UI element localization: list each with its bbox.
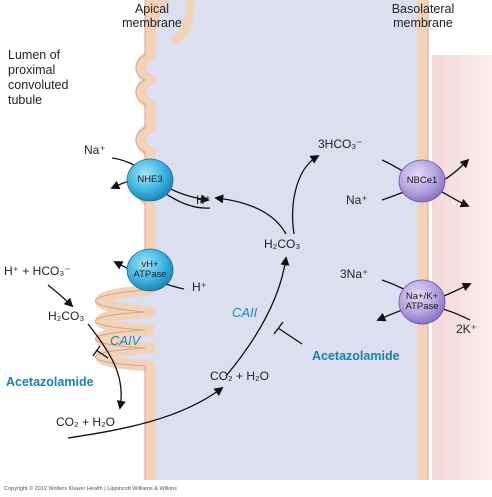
basolateral-membrane [417,0,428,480]
na-nbce1-label: Na⁺ [346,193,368,207]
interstitium [432,55,492,480]
nbce1-label: NBCe1 [406,175,438,186]
arrow-co2-into-cell [67,386,224,439]
h2co3-lumen-label: H₂CO₃ [48,309,85,323]
inhibition-bar-caii [273,321,284,335]
caiv-label: CAIV [110,333,141,348]
na-k-atpase-label: Na+/K+ATPase [405,291,439,312]
arrow-co2-to-h2co3-cell [225,256,290,377]
na3-label: 3Na⁺ [340,267,369,281]
caii-label: CAII [232,305,258,320]
arrow-h2co3-to-hco3 [292,155,320,235]
hco3-3-label: 3HCO₃⁻ [318,137,363,151]
acetazolamide-cell-label: Acetazolamide [312,349,400,363]
h-nhe3-label: H⁺ [196,193,211,207]
copyright-label: Copyright © 2012 Wolters Kluwer Health |… [4,486,177,492]
vh-atpase-label: vH+ATPase [133,259,167,280]
arrow-h2co3-to-h [214,194,287,235]
co2-h2o-lumen-label: CO₂ + H₂O [56,415,115,429]
apical-membrane-edge [95,0,147,480]
apical-microvillus-top [145,0,195,60]
co2-h2o-cell-label: CO₂ + H₂O [210,369,269,383]
acetazolamide-lumen-label: Acetazolamide [6,375,94,389]
k2-label: 2K⁺ [456,322,478,336]
inhibition-line-caii [277,327,303,345]
arrow-h2co3-to-co2-lumen [87,323,126,410]
cell-cytoplasm [100,0,422,480]
na-lumen-label: Na⁺ [84,143,106,157]
h-hco3-lumen-label: H⁺ + HCO₃⁻ [4,264,71,278]
nhe3-label: NHE3 [137,174,163,185]
h-atpase-label: H⁺ [192,280,207,294]
inhibition-line-caiv [95,349,109,359]
nbce1-cotransporter [398,159,446,203]
nhe3-transporter [126,158,174,202]
h2co3-cell-label: H₂CO₃ [264,237,301,251]
vh-atpase-pump [126,248,174,292]
na-k-atpase-pump [398,279,446,325]
inhibition-bar-caiv [92,345,101,357]
arrow-h-hco3-to-h2co3 [47,284,74,308]
